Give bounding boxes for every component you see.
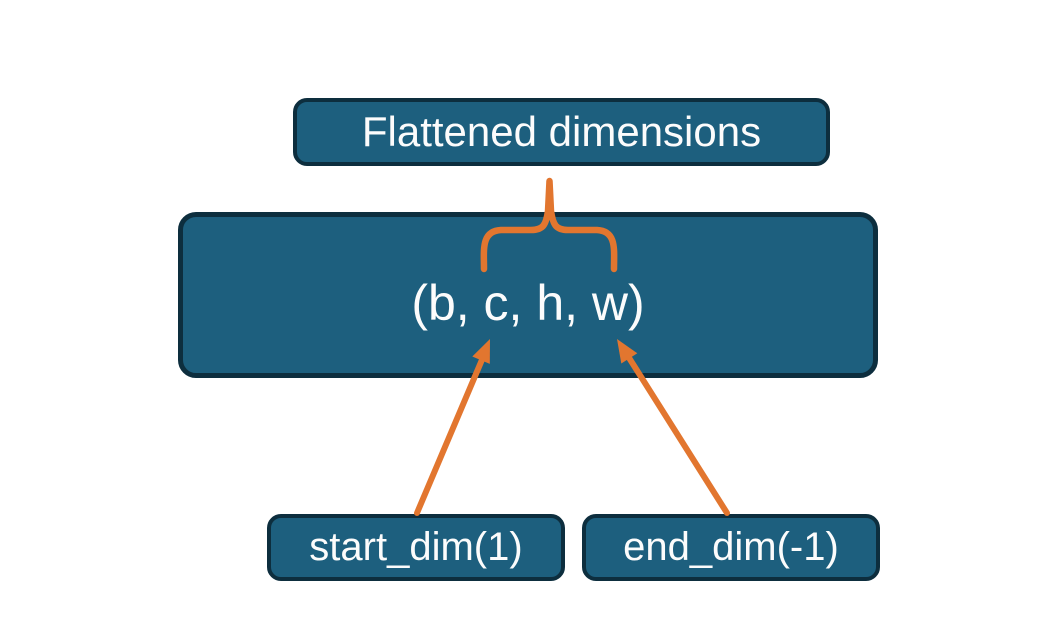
tensor-shape-box: (b, c, h, w) (178, 212, 878, 378)
tensor-shape-label: (b, c, h, w) (411, 275, 645, 331)
flattened-dimensions-box: Flattened dimensions (293, 98, 830, 166)
end-dim-label: end_dim(-1) (623, 525, 839, 569)
flattened-dimensions-label: Flattened dimensions (361, 108, 762, 155)
start-dim-box: start_dim(1) (267, 514, 565, 581)
start-dim-arrow-line (414, 352, 487, 516)
start-dim-label: start_dim(1) (309, 525, 523, 569)
end-dim-box: end_dim(-1) (582, 514, 880, 581)
